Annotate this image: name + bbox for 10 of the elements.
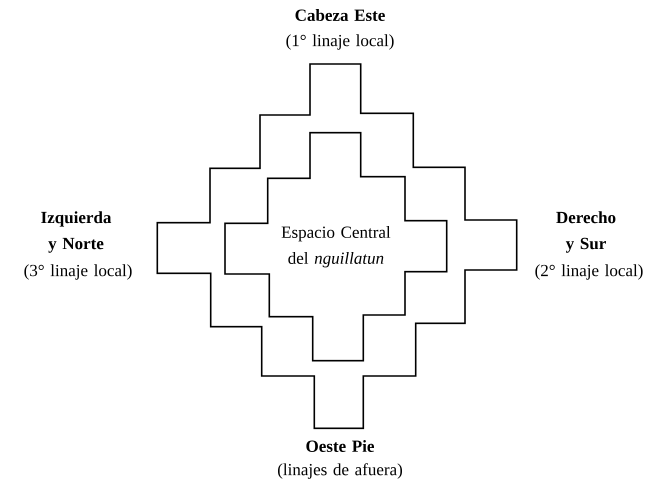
direction-heading: Oeste Pie (306, 440, 374, 452)
stepped-area: Espacio Central del nguillatun (224, 132, 448, 362)
lineage-note: (3° linaje local) (24, 264, 132, 280)
direction-heading: Izquierda y Norte (41, 211, 112, 253)
lineage-note: (linajes de afuera) (278, 463, 402, 479)
lineage-note: (1° linaje local) (286, 34, 394, 50)
direction-heading: Cabeza Este (296, 9, 385, 21)
lineage-note: (2° linaje local) (535, 264, 643, 280)
direction-heading: Derecho y Sur (556, 211, 616, 253)
stepped-outline (156, 63, 518, 430)
